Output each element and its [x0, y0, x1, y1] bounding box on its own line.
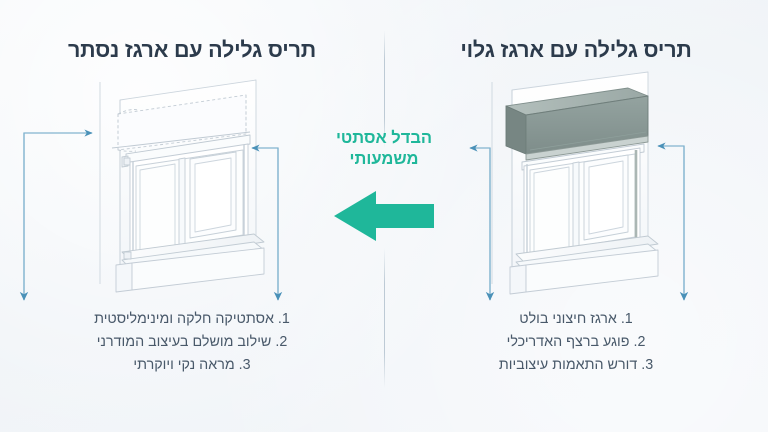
exposed-box-window-drawing	[491, 71, 659, 295]
hidden-box-window-drawing	[99, 79, 265, 293]
bullet-list-hidden-box: 1. אסתטיקה חלקה ומינימליסטית 2. שילוב מו…	[0, 308, 384, 377]
list-item: 2. שילוב מושלם בעיצוב המודרני	[96, 334, 288, 351]
list-item: 3. דורש התאמות עיצוביות	[498, 357, 654, 374]
list-item: 2. פוגע ברצף האדריכלי	[506, 334, 646, 351]
illustration-exposed-box	[470, 62, 690, 302]
panel-title-hidden-box: תריס גלילה עם ארגז נסתר	[67, 38, 317, 62]
protruding-shutter-box	[505, 87, 649, 161]
callout-arrow-wrap	[304, 188, 464, 244]
center-callout: הבדל אסתטי משמעותי	[304, 128, 464, 244]
bullet-list-exposed-box: 1. ארגז חיצוני בולט 2. פוגע ברצף האדריכל…	[384, 308, 768, 377]
callout-line-1: הבדל אסתטי	[335, 129, 433, 147]
arrow-left-icon	[334, 191, 434, 242]
list-item: 3. מראה נקי ויוקרתי	[133, 357, 251, 374]
center-divider-bottom	[383, 248, 385, 388]
list-item: 1. אסתטיקה חלקה ומינימליסטית	[94, 311, 290, 327]
callout-line-2: משמעותי	[349, 150, 419, 169]
list-item: 1. ארגז חיצוני בולט	[519, 311, 633, 327]
illustration-hidden-box	[78, 62, 298, 302]
panel-title-exposed-box: תריס גלילה עם ארגז גלוי	[460, 38, 692, 62]
center-divider-top	[383, 30, 385, 148]
